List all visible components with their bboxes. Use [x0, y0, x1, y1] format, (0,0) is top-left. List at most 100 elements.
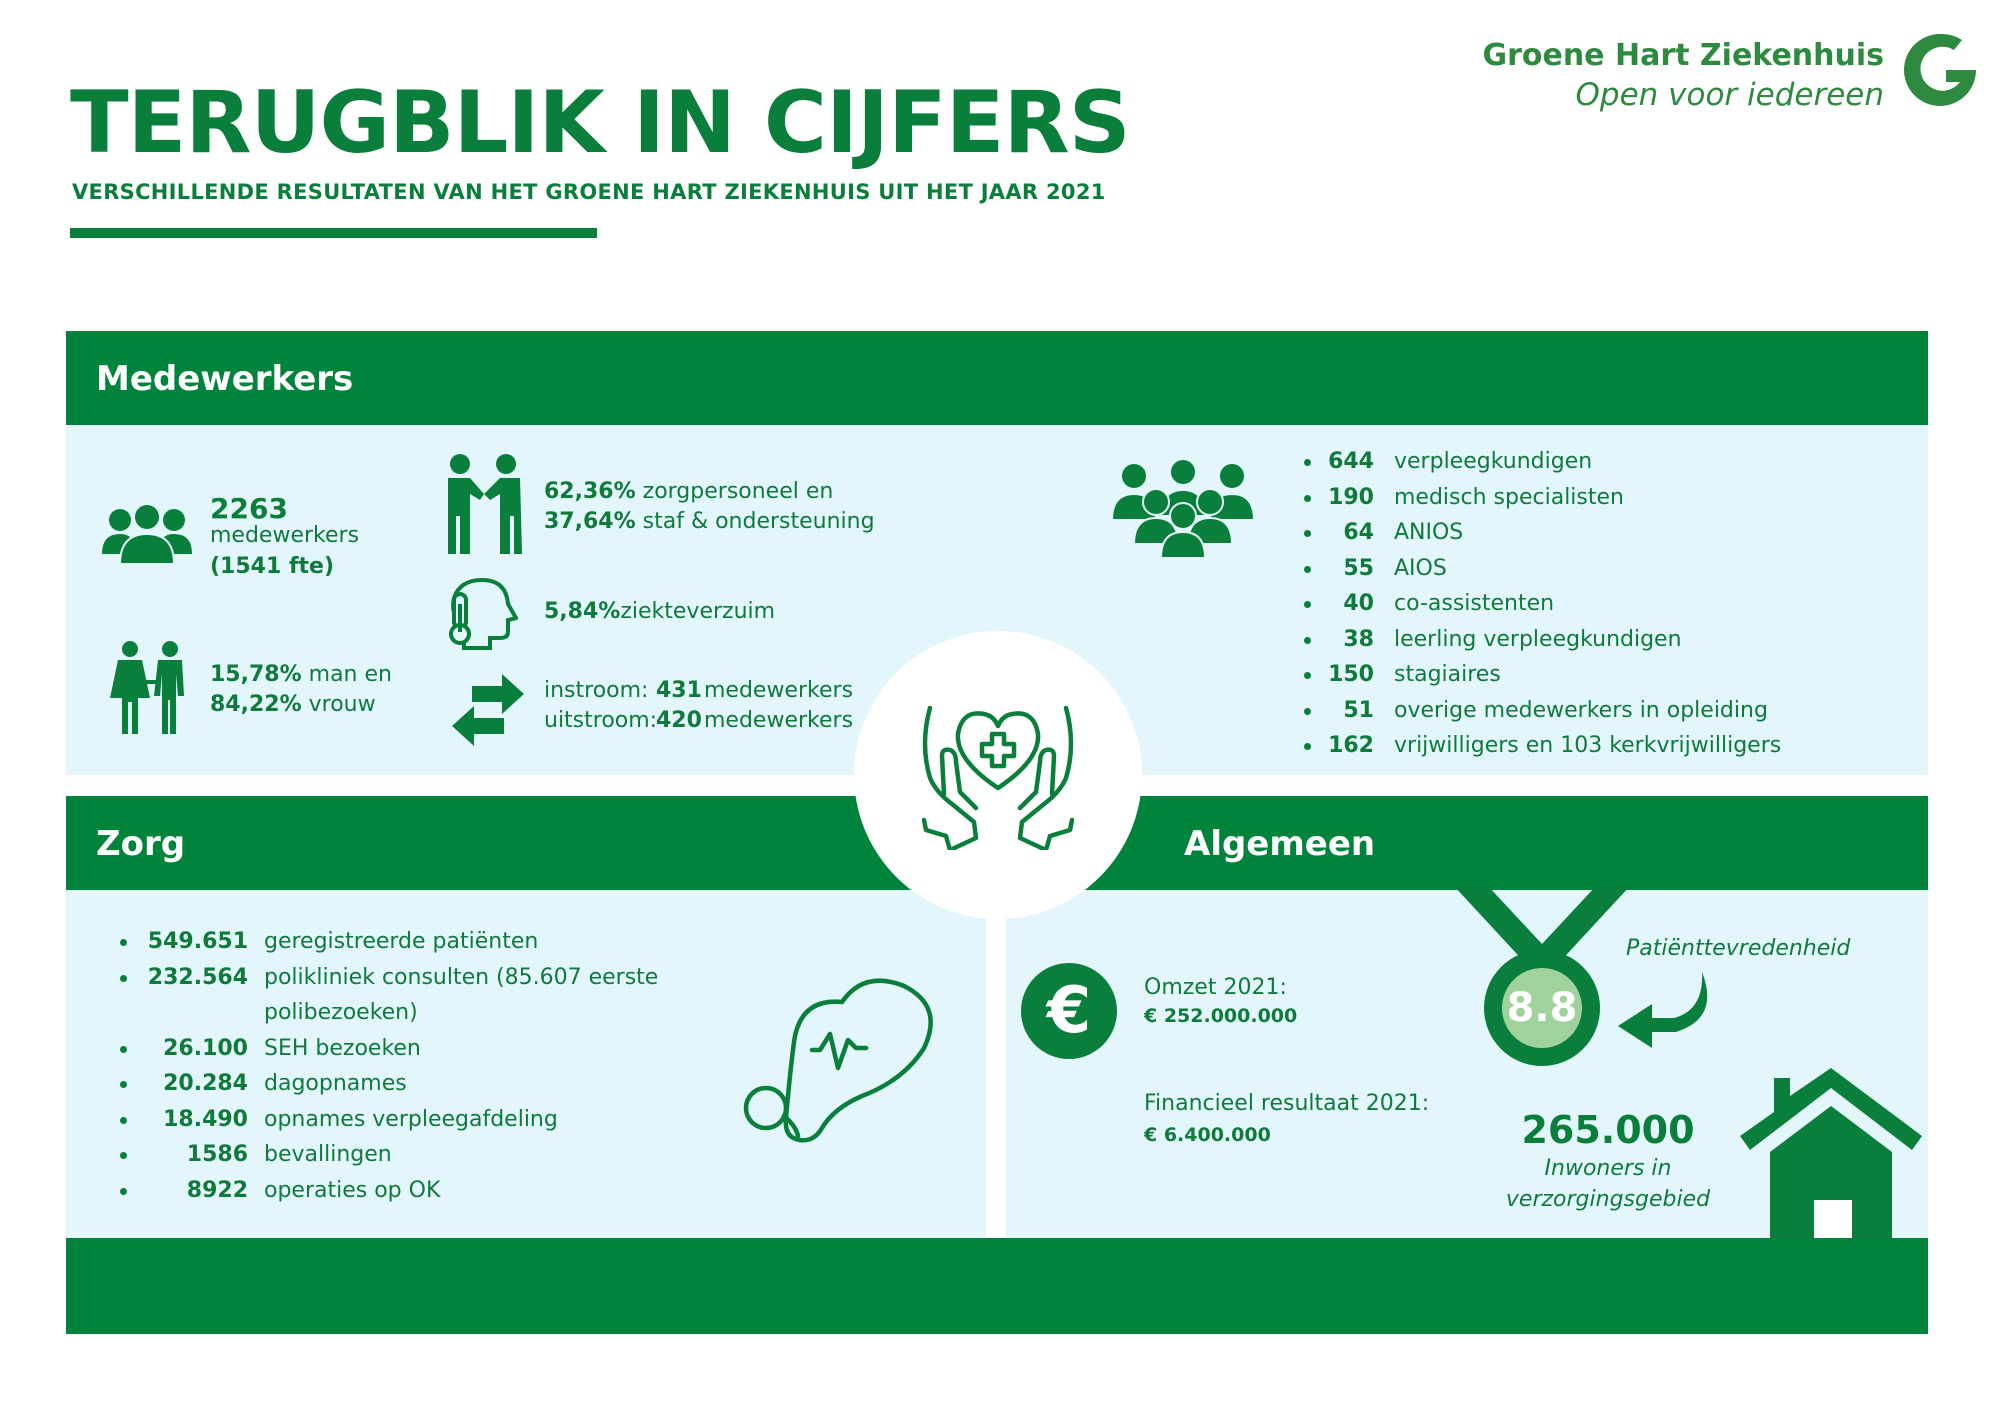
zorg-item-label: SEH bezoeken — [264, 1035, 421, 1061]
staff-group-count: 51 — [1343, 697, 1374, 723]
euro-symbol: € — [1046, 974, 1092, 1048]
uitstroom-unit: medewerkers — [704, 708, 854, 733]
ziekteverzuim-pct: 5,84% — [544, 599, 621, 624]
crowd-icon — [1110, 460, 1256, 558]
staff-group-count: 190 — [1328, 484, 1374, 510]
center-circle — [854, 631, 1142, 919]
staff-total-label: medewerkers — [210, 523, 360, 548]
staff-group-label: medisch specialisten — [1394, 484, 1624, 510]
instroom-label: instroom: — [544, 678, 649, 703]
bullet — [1304, 530, 1311, 537]
staff-fte: (1541 fte) — [210, 554, 335, 579]
medewerkers-heading: Medewerkers — [96, 359, 354, 399]
zorg-item-label: opnames verpleegafdeling — [264, 1106, 558, 1132]
ziekteverzuim-row: 5,84%ziekteverzuim — [544, 597, 775, 627]
gender-man-pct: 15,78% — [210, 662, 302, 687]
uitstroom-row: uitstroom: 420 medewerkers — [544, 706, 854, 736]
sick-head-thermometer-icon — [449, 577, 518, 650]
zorgpersoneel-pct: 62,36% — [544, 479, 636, 504]
zorg-panel — [66, 890, 986, 1238]
bullet — [1304, 601, 1311, 608]
zorg-item-count: 549.651 — [147, 929, 248, 954]
staff-group-icon — [102, 503, 192, 564]
staff-group-count: 55 — [1343, 555, 1374, 581]
bullet — [120, 1116, 127, 1124]
bullet — [1304, 636, 1311, 644]
instroom-unit: medewerkers — [704, 678, 854, 703]
uitstroom-label: uitstroom: — [544, 708, 658, 733]
footer-band — [66, 1238, 1928, 1334]
uitstroom-number: 420 — [656, 708, 702, 733]
bullet — [120, 1081, 127, 1088]
staff-group-label: vrijwilligers en 103 kerkvrijwilligers — [1394, 733, 1782, 758]
medewerkers-header: Medewerkers — [66, 331, 1928, 425]
staff-group-item: 150 stagiaires — [1304, 657, 1781, 693]
instroom-number: 431 — [656, 678, 702, 703]
zorg-item-label: bevallingen — [264, 1142, 392, 1167]
algemeen-header: Algemeen — [1006, 796, 1928, 890]
zorg-item: 26.100 SEH bezoeken — [120, 1031, 658, 1067]
staff-group-label: stagiaires — [1394, 662, 1501, 687]
staf-label: staf & ondersteuning — [642, 509, 875, 534]
stethoscope-heartbeat-icon — [743, 978, 933, 1143]
curved-arrow-icon — [1618, 972, 1708, 1048]
house-icon — [1740, 1068, 1922, 1238]
staff-group-count: 38 — [1343, 626, 1374, 652]
satisfaction-label: Patiënttevredenheid — [1626, 936, 1851, 961]
bullet — [120, 974, 127, 982]
staff-group-item: 190 medisch specialisten — [1304, 480, 1781, 516]
gender-vrouw-pct: 84,22% — [210, 692, 302, 717]
zorg-item-count: 232.564 — [147, 964, 248, 990]
gender-vrouw-label: vrouw — [308, 692, 376, 717]
algemeen-heading: Algemeen — [1184, 824, 1376, 864]
staff-group-count: 64 — [1343, 520, 1374, 545]
inwoners-line1: Inwoners in — [1544, 1156, 1672, 1181]
brand-logo-icon — [1904, 33, 1976, 106]
brand-name: Groene Hart Ziekenhuis — [1482, 38, 1884, 73]
bullet — [1304, 459, 1311, 466]
brand-tagline: Open voor iedereen — [1575, 77, 1884, 113]
resultaat-label: Financieel resultaat 2021: — [1144, 1091, 1430, 1116]
bullet — [1304, 494, 1311, 502]
gender-man-row: 15,78% man en — [210, 660, 392, 690]
satisfaction-score: 8.8 — [1506, 985, 1578, 1031]
resultaat-value: € 6.400.000 — [1144, 1124, 1271, 1146]
staf-row: 37,64% staf & ondersteuning — [544, 507, 875, 537]
center-divider — [1004, 775, 1006, 1238]
inwoners-number: 265.000 — [1521, 1108, 1695, 1152]
bullet — [120, 1045, 127, 1053]
title-underline — [70, 228, 597, 238]
staff-group-label: leerling verpleegkundigen — [1394, 626, 1682, 652]
staff-group-count: 150 — [1328, 662, 1374, 687]
gender-icon — [110, 641, 184, 734]
bullet — [1304, 743, 1311, 750]
handshake-icon — [448, 454, 522, 554]
medal-icon — [1454, 886, 1630, 1066]
zorgpersoneel-label: zorgpersoneel en — [642, 479, 834, 504]
bullet — [1304, 672, 1311, 679]
brand-block: Groene Hart Ziekenhuis Open voor iederee… — [1482, 38, 1884, 113]
page-subtitle: VERSCHILLENDE RESULTATEN VAN HET GROENE … — [72, 180, 1106, 204]
gender-vrouw-row: 84,22% vrouw — [210, 690, 376, 720]
zorg-header: Zorg — [66, 796, 986, 890]
caring-hands-heart-icon — [921, 705, 1075, 850]
staff-group-count: 644 — [1328, 449, 1374, 474]
inflow-outflow-arrows-icon — [452, 674, 524, 746]
zorg-item-count: 20.284 — [163, 1071, 248, 1096]
instroom-row: instroom: 431 medewerkers — [544, 676, 854, 706]
zorg-item-count: 26.100 — [163, 1035, 248, 1061]
zorg-item-label-cont: polibezoeken) — [264, 1000, 418, 1025]
bullet — [120, 939, 127, 946]
